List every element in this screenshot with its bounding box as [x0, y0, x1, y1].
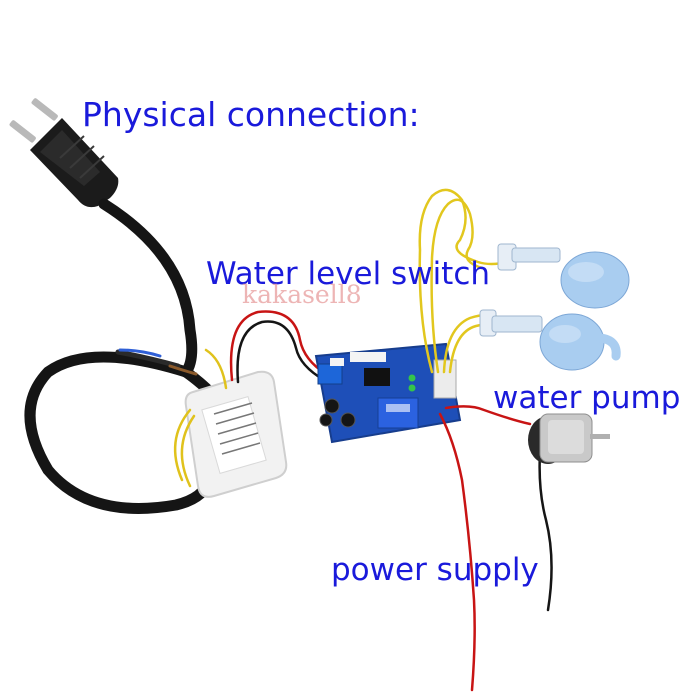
watermark: kakasell8: [242, 280, 362, 309]
dc-motor-pump: [528, 413, 610, 464]
water-level-controller-board: [314, 342, 462, 444]
float-switch-upper: [497, 243, 630, 309]
dc-wires: [229, 310, 328, 384]
title-caption: Physical connection:: [82, 95, 420, 134]
power-plug: [9, 98, 119, 208]
power-supply-caption: power supply: [331, 552, 539, 588]
float-switch-lower: [479, 309, 621, 371]
water-level-switch-caption: Water level switch: [206, 256, 491, 292]
module-yellow-wires: [173, 348, 228, 488]
pump-wires: [438, 405, 553, 692]
cable-split-wires: [115, 348, 198, 376]
water-pump-caption: water pump: [493, 380, 681, 416]
ac-dc-power-module: [184, 370, 288, 498]
